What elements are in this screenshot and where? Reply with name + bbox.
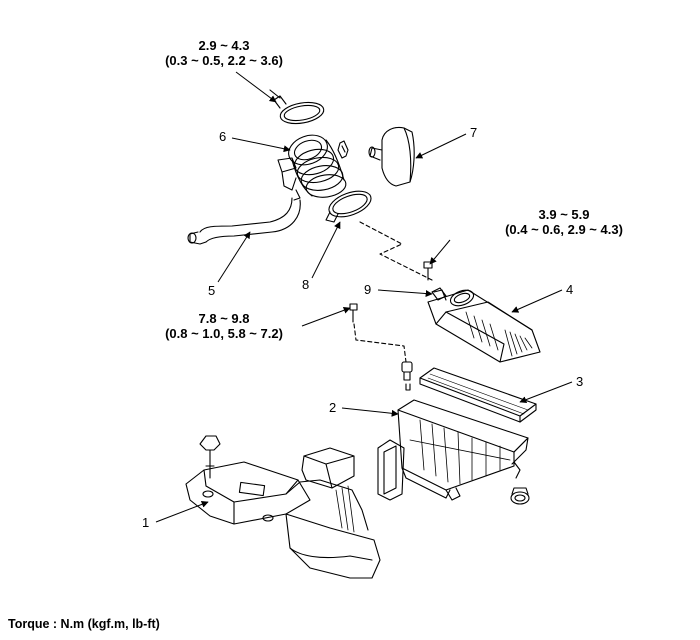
assembly-guide-line-upper [359,221,433,281]
torque-spec-left-bolt: 7.8 ~ 9.8 (0.8 ~ 1.0, 5.8 ~ 7.2) [146,311,302,341]
part-lower-grommet [510,487,530,505]
part-small-bracket [337,140,349,159]
part-lower-hose-clamp [325,190,372,223]
part-intake-hose [277,134,347,201]
part-air-cleaner-body [397,399,529,501]
part-mounting-stud [199,435,221,479]
torque-left-alt: (0.8 ~ 1.0, 5.8 ~ 7.2) [165,326,283,341]
torque-spec-right-bolt: 3.9 ~ 5.9 (0.4 ~ 0.6, 2.9 ~ 4.3) [486,207,642,237]
callout-8: 8 [302,277,310,292]
callout-6: 6 [219,129,227,144]
assembly-guide-line-left [353,323,407,363]
part-breather-hose [187,197,301,245]
leader-torque-left [301,306,351,327]
part-bolt-9 [423,261,447,301]
callout-1: 1 [142,515,150,530]
torque-right-value: 3.9 ~ 5.9 [538,207,590,222]
torque-units-note: Torque : N.m (kgf.m, lb-ft) [8,617,160,631]
leader-lines [155,71,573,523]
leader-6 [231,137,291,153]
part-adapter-panel [377,439,405,501]
leader-torque-upper [235,71,277,103]
callout-2: 2 [329,400,337,415]
part-bolt-left [349,303,358,323]
leader-7 [415,133,467,159]
part-resonator [368,126,415,187]
part-upper-hose-clamp [269,89,325,125]
torque-left-value: 7.8 ~ 9.8 [198,311,250,326]
callout-7: 7 [470,125,478,140]
callout-4: 4 [566,282,574,297]
leader-5 [217,231,251,283]
part-air-intake-duct [185,447,381,579]
callout-5: 5 [208,283,216,298]
leader-torque-right [429,239,451,265]
leader-3 [519,381,573,404]
torque-upper-value: 2.9 ~ 4.3 [198,38,250,53]
leader-2 [341,407,399,417]
torque-right-alt: (0.4 ~ 0.6, 2.9 ~ 4.3) [505,222,623,237]
torque-spec-upper-clamp: 2.9 ~ 4.3 (0.3 ~ 0.5, 2.2 ~ 3.6) [146,38,302,68]
callout-9: 9 [364,282,372,297]
leader-1 [155,500,209,523]
part-grommet [401,361,413,391]
callout-3: 3 [576,374,584,389]
leader-4 [511,289,563,313]
leader-8 [311,221,341,279]
part-air-filter [419,367,537,423]
part-air-cleaner-cover [427,289,541,363]
torque-upper-alt: (0.3 ~ 0.5, 2.2 ~ 3.6) [165,53,283,68]
leader-9 [377,289,433,298]
